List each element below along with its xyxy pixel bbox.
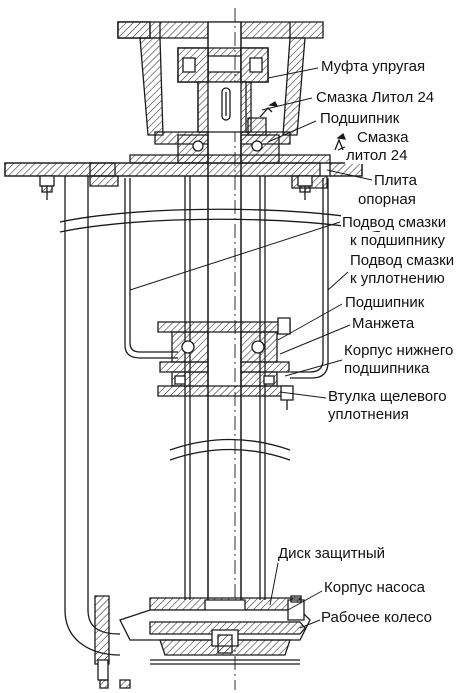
label-elastic-coupling: Муфта упругая xyxy=(320,58,427,75)
elastic-coupling xyxy=(178,48,268,132)
label-lower-bearing-housing-line2: подшипника xyxy=(343,360,431,377)
leader-lines xyxy=(130,68,372,628)
label-lower-bearing-housing-line1: Корпус нижнего xyxy=(343,342,455,359)
label-impeller: Рабочее колесо xyxy=(320,609,433,626)
lower-bearing-housing xyxy=(158,318,293,410)
label-seal-feed-line2: к уплотнению xyxy=(349,270,446,287)
label-grease-litol-1: Смазка Литол 24 xyxy=(315,89,436,106)
label-support-plate-line2: опорная xyxy=(357,191,417,208)
label-slot-seal-bushing-line2: уплотнения xyxy=(327,406,410,423)
label-bearing-feed-line2: к подшипнику xyxy=(349,232,447,249)
label-middle-bearing: Подшипник xyxy=(344,294,426,311)
label-bearing-feed-line1: Подвод смазки xyxy=(341,214,448,231)
label-grease-litol-2-line1: Смазка xyxy=(356,129,410,146)
pump-casing xyxy=(120,596,310,664)
label-slot-seal-bushing-line1: Втулка щелевого xyxy=(327,388,448,405)
label-top-bearing: Подшипник xyxy=(319,110,401,127)
label-protective-disc: Диск защитный xyxy=(277,545,387,562)
label-grease-litol-2-line2: литол 24 xyxy=(345,147,409,164)
discharge-pipe xyxy=(65,176,130,688)
support-plate xyxy=(5,134,362,200)
label-cuff-seal: Манжета xyxy=(351,315,416,332)
label-support-plate-line1: Плита xyxy=(373,172,418,189)
label-seal-feed-line1: Подвод смазки xyxy=(349,252,456,269)
lube-tubes xyxy=(125,178,328,378)
label-pump-body: Корпус насоса xyxy=(323,579,427,596)
